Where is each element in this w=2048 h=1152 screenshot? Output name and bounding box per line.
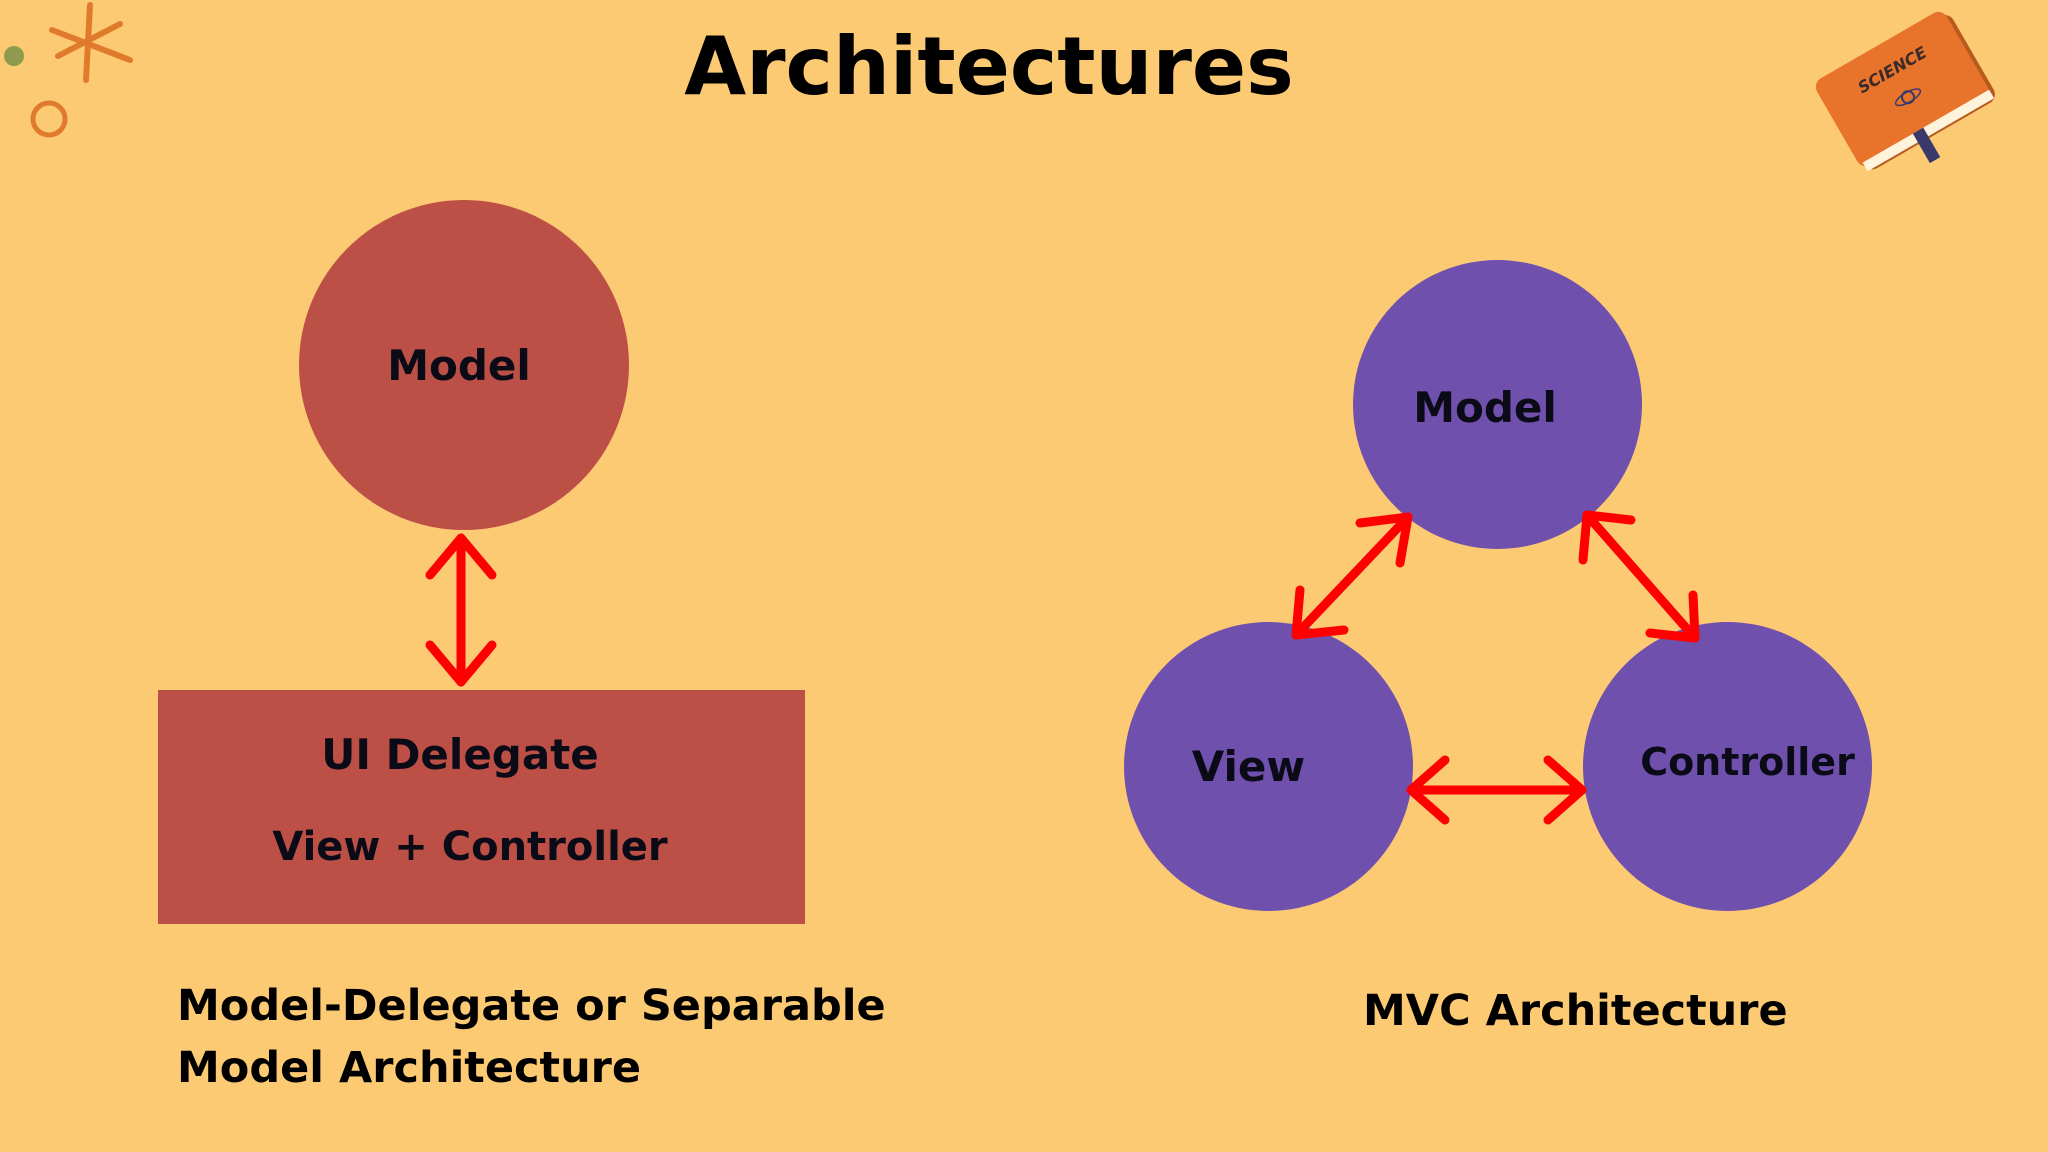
page-title: Architectures (684, 20, 1294, 113)
science-book-icon: SCIENCE (1815, 11, 1995, 172)
left-caption-line1: Model-Delegate or Separable (177, 981, 886, 1031)
arrow-model-controller (1578, 510, 1700, 643)
mvc-controller-label: Controller (1640, 739, 1855, 784)
mvc-model-node: Model (1353, 260, 1642, 549)
mvc-model-label: Model (1413, 383, 1557, 432)
mvc-view-label: View (1191, 742, 1306, 791)
right-caption: MVC Architecture (1363, 986, 1788, 1036)
left-caption: Model-Delegate or Separable Model Archit… (177, 975, 886, 1099)
ui-delegate-box (158, 690, 805, 924)
arrow-model-view (1291, 512, 1413, 640)
ring-icon (30, 100, 68, 138)
mvc-controller-node: Controller (1583, 622, 1872, 911)
dot-icon (4, 46, 24, 66)
left-model-label: Model (387, 340, 531, 390)
asterisk-icon (49, 2, 133, 83)
ui-delegate-title: UI Delegate (321, 730, 599, 779)
ui-delegate-subtitle: View + Controller (272, 824, 668, 870)
arrow-view-controller (1406, 755, 1587, 825)
decorations-top-left (4, 2, 133, 138)
left-model-node: Model (299, 200, 629, 530)
arrow-model-delegate (425, 533, 497, 687)
mvc-view-node: View (1124, 622, 1413, 911)
left-caption-line2: Model Architecture (177, 1043, 642, 1093)
